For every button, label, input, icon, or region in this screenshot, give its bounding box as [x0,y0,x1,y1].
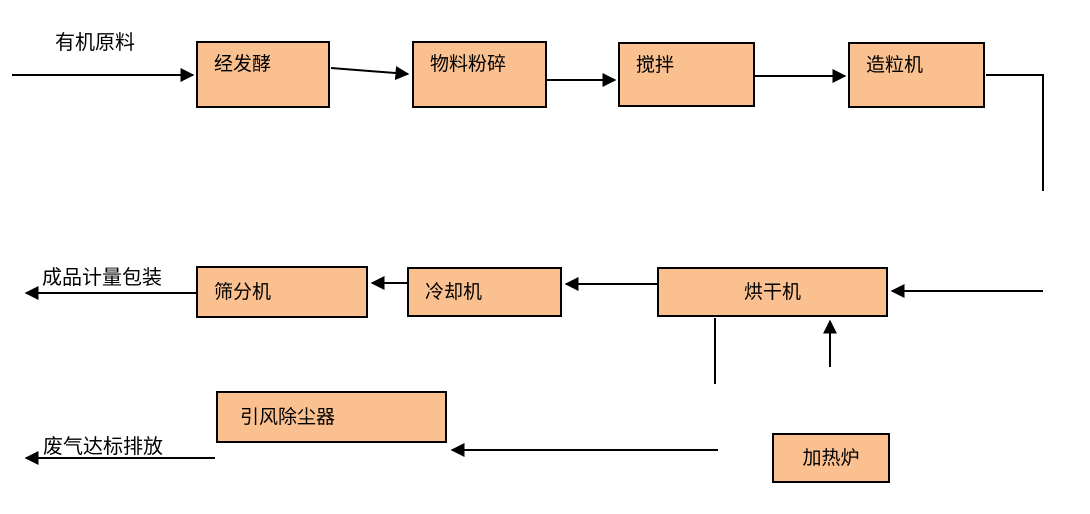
node-cooling-machine: 冷却机 [407,267,562,317]
label-exhaust-gas-discharge: 废气达标排放 [43,434,163,458]
node-mixing: 搅拌 [618,42,755,107]
label-finished-product-packaging: 成品计量包装 [42,265,162,289]
node-material-crushing: 物料粉碎 [412,41,547,108]
node-drying-machine: 烘干机 [657,267,888,317]
node-dust-collector-label: 引风除尘器 [240,405,336,428]
node-material-crushing-label: 物料粉碎 [430,53,507,75]
node-dust-collector: 引风除尘器 [216,391,447,443]
arrow-fermentation-to-crushing [330,66,410,80]
node-granulator-label: 造粒机 [866,54,924,76]
node-fermentation: 经发酵 [196,41,330,108]
node-heating-furnace-label: 加热炉 [802,446,860,469]
node-cooling-machine-label: 冷却机 [425,280,483,303]
label-raw-material: 有机原料 [55,30,135,54]
node-screening-machine-label: 筛分机 [214,280,272,303]
node-drying-machine-label: 烘干机 [743,280,801,303]
node-granulator: 造粒机 [848,42,985,108]
node-heating-furnace: 加热炉 [772,433,890,483]
connector-granulator-elbow-down [986,74,1044,191]
node-mixing-label: 搅拌 [636,54,675,76]
node-screening-machine: 筛分机 [196,266,368,318]
node-fermentation-label: 经发酵 [214,53,272,75]
